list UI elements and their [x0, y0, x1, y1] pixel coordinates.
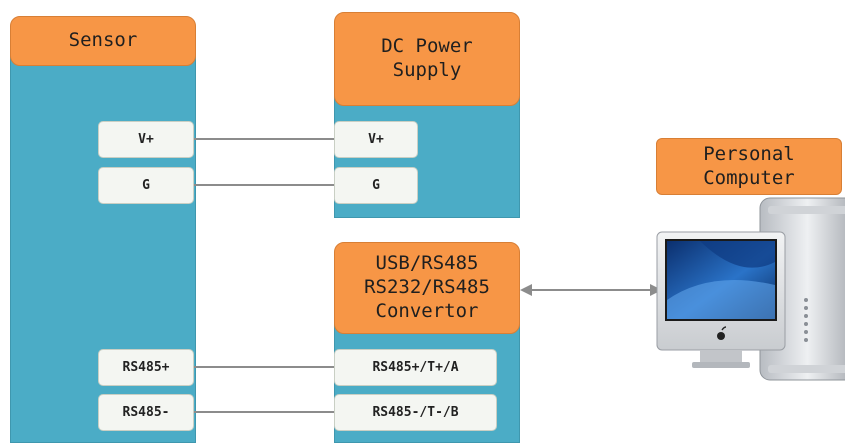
wire-rs485plus [194, 366, 334, 368]
wire-vplus [194, 138, 334, 140]
convertor-title: USB/RS485 RS232/RS485 Convertor [334, 242, 520, 334]
wire-rs485minus [194, 411, 334, 413]
convertor-pin-rs485minus: RS485-/T-/B [334, 394, 497, 431]
power-supply-pin-vplus: V+ [334, 121, 418, 158]
sensor-title: Sensor [10, 16, 196, 66]
convertor-pin-rs485plus: RS485+/T+/A [334, 349, 497, 386]
sensor-pin-g: G [98, 167, 194, 204]
computer-title: Personal Computer [656, 138, 842, 195]
power-supply-pin-g: G [334, 167, 418, 204]
power-supply-title: DC Power Supply [334, 12, 520, 106]
sensor-pin-rs485minus: RS485- [98, 394, 194, 431]
sensor-pin-vplus: V+ [98, 121, 194, 158]
wire-g [194, 184, 334, 186]
sensor-pin-rs485plus: RS485+ [98, 349, 194, 386]
